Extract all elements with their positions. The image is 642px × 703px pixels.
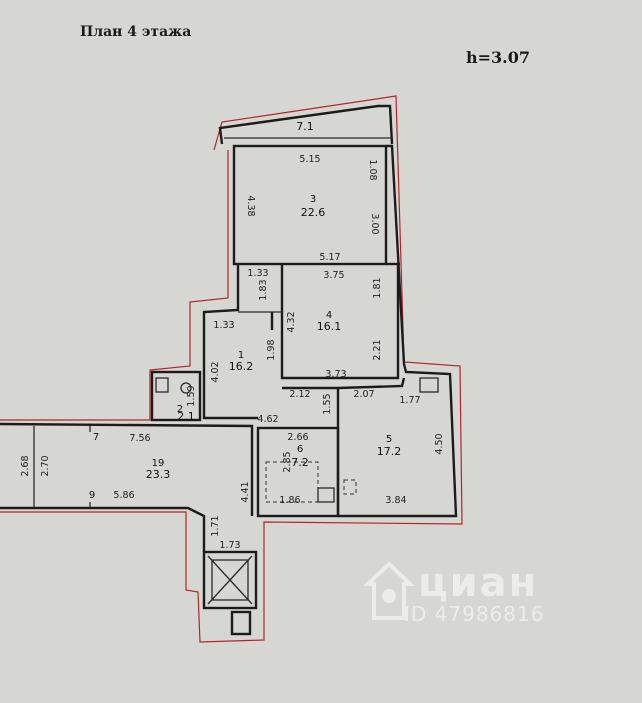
dimension-label: 1.77 [399,395,420,406]
dimension-label: 5.86 [113,490,134,501]
dimension-label: 4.41 [240,481,251,502]
room-2-walls [150,370,202,422]
dimension-label: 1.71 [210,515,221,536]
shaft-walls [202,550,258,610]
dimension-label: 5.15 [299,154,320,165]
cian-house-icon [364,561,414,620]
dimension-label: 4.02 [210,361,221,382]
room-1-area: 16.2 [229,360,254,373]
balcony-wall [218,104,394,145]
room-4-walls [280,264,400,380]
dimension-label: 1.83 [258,279,269,300]
dimension-label: 1.59 [186,385,197,406]
dimension-label: 4.62 [257,414,278,425]
room-3-number: 3 [310,194,316,205]
balcony-area: 7.1 [296,120,314,133]
watermark: циан ID 47986816 [360,560,544,626]
dimension-label: 4.32 [286,311,297,332]
room-5-number: 5 [386,434,392,445]
room-4-area: 16.1 [317,320,342,333]
plan-title: План 4 этажа [80,24,192,40]
room-5-area: 17.2 [377,445,402,458]
dimension-label: 4.38 [245,195,256,216]
room-2-number: 2 [177,404,183,415]
dimension-label: 1.33 [247,268,268,279]
dimension-label: 3.75 [323,270,344,281]
room-7-number: 7 [93,432,99,443]
room-19-walls [0,422,254,516]
dimension-label: 1.86 [279,495,300,506]
dimension-label: 2.70 [40,455,51,476]
dimension-label: 7.56 [129,433,150,444]
dimension-label: 1.55 [322,393,333,414]
dimension-label: 3.84 [385,495,406,506]
ceiling-height-label: h=3.07 [466,48,531,67]
dimension-label: 2.07 [353,389,374,400]
dimension-label: 1.81 [372,277,383,298]
watermark-brand: циан [418,560,539,606]
room-9-number: 9 [89,490,95,501]
dimension-label: 2.66 [287,432,308,443]
room-3-walls [232,144,388,266]
dimension-label: 1.73 [219,540,240,551]
dimension-label: 3.00 [369,213,380,234]
dimension-label: 1.08 [367,159,378,180]
room-3-area: 22.6 [301,206,326,219]
dimension-label: 2.21 [372,339,383,360]
dimension-label: 2.68 [20,455,31,476]
dimension-label: 3.73 [325,369,346,380]
room-19-number: 19 [152,458,165,469]
watermark-id: ID 47986816 [404,602,545,626]
dimension-label: 1.33 [213,320,234,331]
dimension-label: 4.50 [434,433,445,454]
dimension-label: 5.17 [319,252,340,263]
room-2-area: 2.1 [177,410,195,423]
room-1-number: 1 [238,350,244,361]
room-6-number: 6 [297,444,303,455]
room-6-walls [256,426,340,518]
dimension-label: 2.85 [282,451,293,472]
room-4-number: 4 [326,310,332,321]
room-19-area: 23.3 [146,468,171,481]
dimension-label: 2.12 [289,389,310,400]
outline-contour [0,95,463,643]
room-6-area: 7.2 [291,456,309,469]
dimension-label: 1.98 [266,339,277,360]
room-5-walls [337,377,406,390]
